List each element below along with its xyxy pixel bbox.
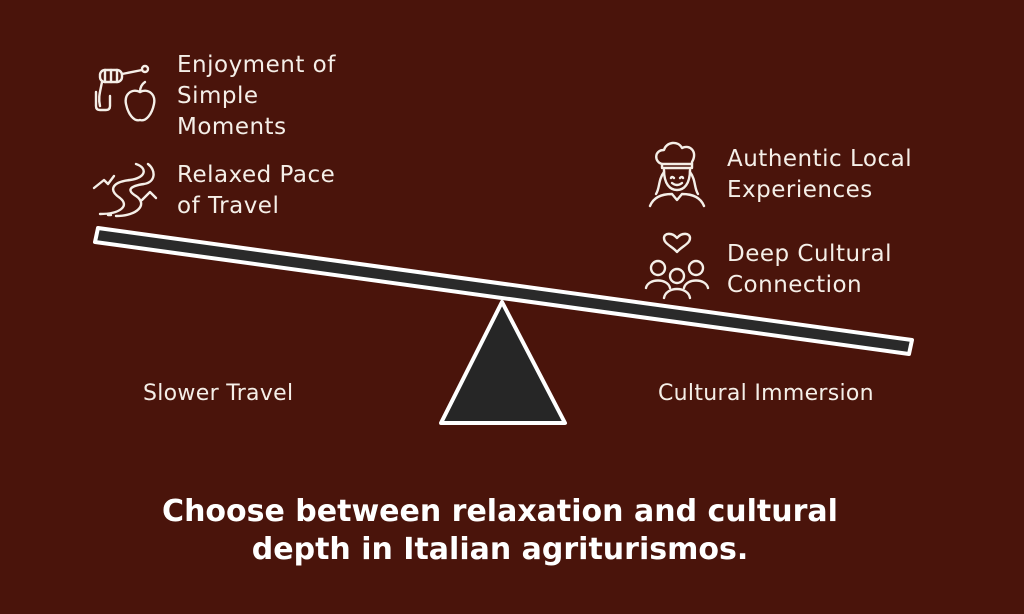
seesaw-fulcrum <box>439 300 567 425</box>
item-label-enjoyment: Enjoyment of Simple Moments <box>177 52 336 140</box>
side-label-cultural-immersion: Cultural Immersion <box>658 381 874 406</box>
item-label-relaxed-pace: Relaxed Pace of Travel <box>177 162 336 219</box>
side-label-slower-travel: Slower Travel <box>143 381 294 406</box>
chef-icon <box>644 140 710 208</box>
diagram-caption: Choose between relaxation and cultural d… <box>162 494 838 567</box>
item-label-authentic: Authentic Local Experiences <box>727 146 913 203</box>
winding-road-icon <box>90 158 160 220</box>
seesaw-beam <box>93 226 914 356</box>
item-label-deep-cultural: Deep Cultural Connection <box>727 241 892 298</box>
people-heart-icon <box>642 232 712 302</box>
honey-apple-icon <box>90 62 160 130</box>
